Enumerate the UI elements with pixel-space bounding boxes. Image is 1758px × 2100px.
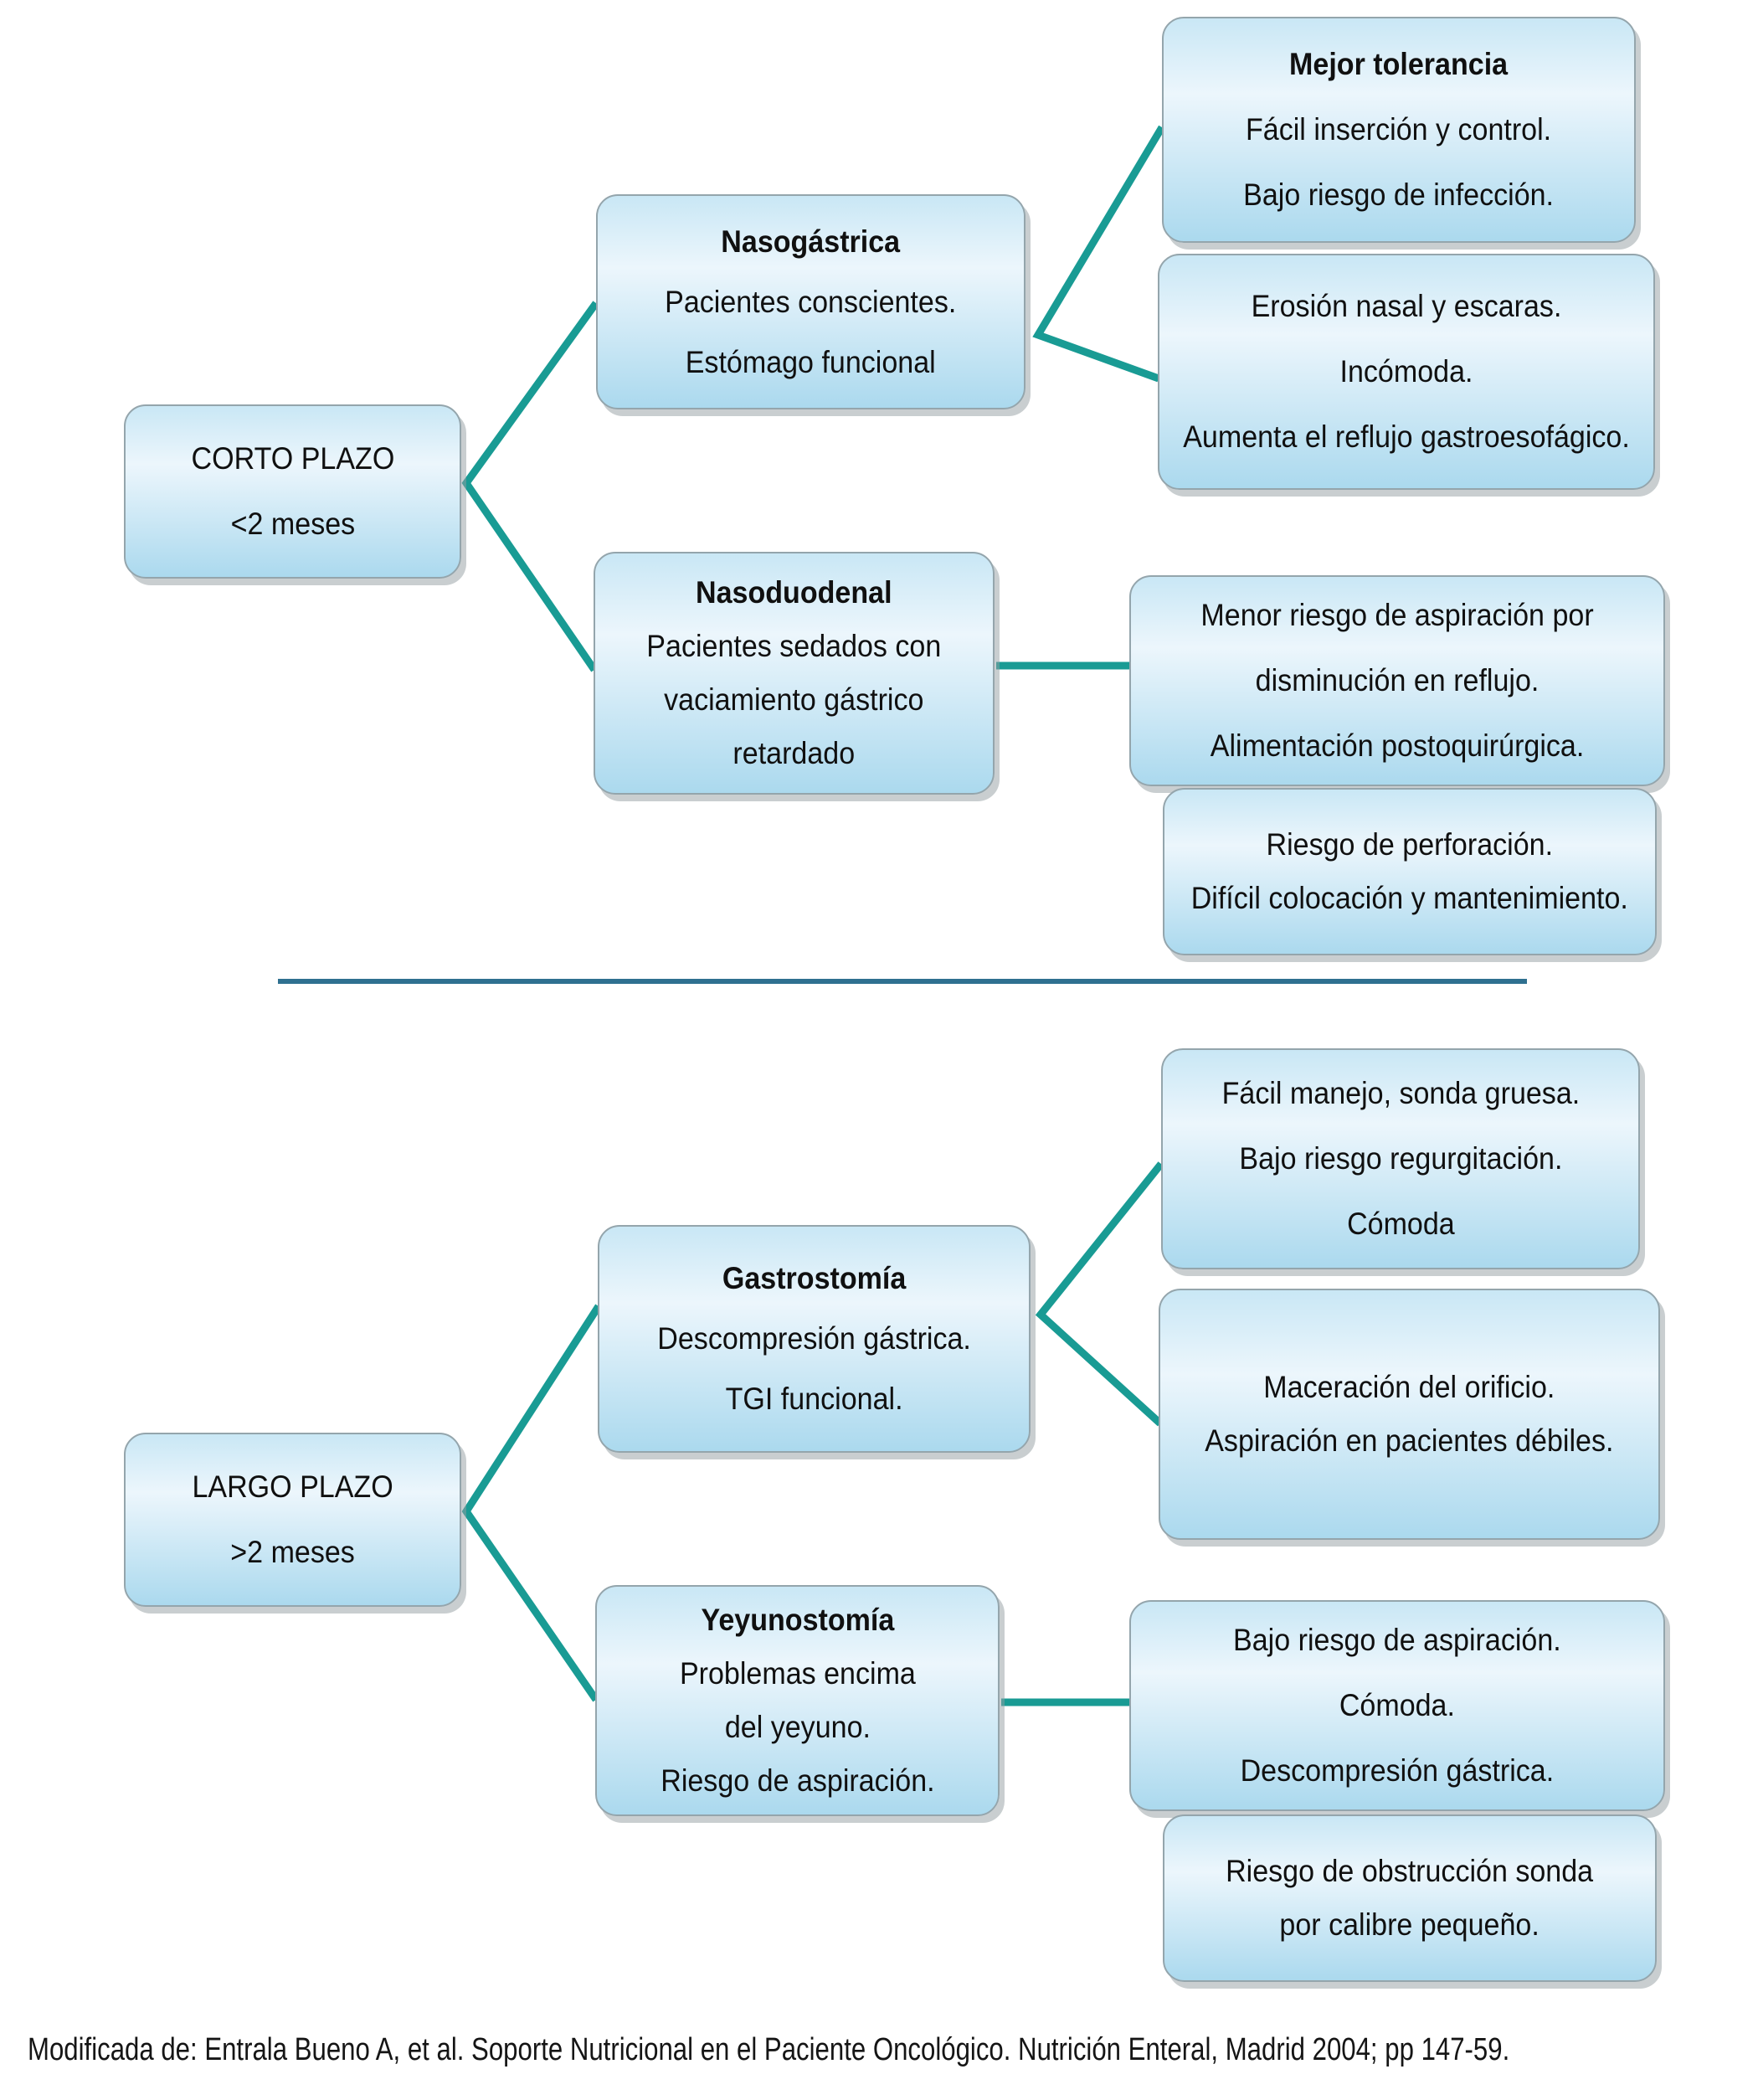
node-title: Nasoduodenal	[696, 575, 892, 610]
node-text: Riesgo de obstrucción sonda por calibre …	[1226, 1845, 1593, 1952]
node-title: Yeyunostomía	[701, 1603, 894, 1637]
node-line: CORTO PLAZO	[191, 441, 394, 476]
node-text: Riesgo de perforación. Difícil colocació…	[1191, 818, 1628, 925]
node-maceracion: Maceración del orificio. Aspiración en p…	[1159, 1289, 1660, 1540]
node-line: Riesgo de obstrucción sonda	[1226, 1854, 1594, 1888]
node-title: Gastrostomía	[722, 1261, 907, 1295]
node-text: Nasogástrica Pacientes conscientes. Estó…	[665, 212, 956, 393]
node-title: Nasogástrica	[721, 224, 901, 259]
node-bajo-riesgo: Bajo riesgo de aspiración. Cómoda. Desco…	[1129, 1600, 1665, 1811]
node-line: Menor riesgo de aspiración por	[1200, 598, 1594, 632]
node-text: Maceración del orificio. Aspiración en p…	[1205, 1361, 1613, 1468]
node-line: Cómoda	[1346, 1207, 1455, 1241]
node-gastrostomia: Gastrostomía Descompresión gástrica. TGI…	[598, 1225, 1031, 1453]
node-line: Descompresión gástrica.	[1240, 1753, 1555, 1788]
node-line: Bajo riesgo de aspiración.	[1233, 1623, 1561, 1657]
node-line: Fácil manejo, sonda gruesa.	[1221, 1076, 1580, 1110]
node-corto-plazo: CORTO PLAZO <2 meses	[124, 404, 461, 579]
node-largo-plazo: LARGO PLAZO >2 meses	[124, 1433, 461, 1607]
node-line: <2 meses	[230, 507, 355, 541]
node-line: Pacientes conscientes.	[665, 284, 957, 319]
connector-nasogastrica-branch	[1032, 125, 1165, 383]
node-line: Incómoda.	[1339, 354, 1473, 389]
node-line: Bajo riesgo de infección.	[1243, 178, 1555, 212]
node-line: Difícil colocación y mantenimiento.	[1190, 881, 1629, 915]
node-line: Aspiración en pacientes débiles.	[1205, 1423, 1614, 1458]
node-line: Problemas encima	[679, 1656, 916, 1691]
node-line: vaciamiento gástrico	[664, 682, 924, 717]
node-line: Riesgo de perforación.	[1266, 827, 1554, 862]
node-line: Erosión nasal y escaras.	[1251, 289, 1562, 323]
node-text: LARGO PLAZO >2 meses	[192, 1454, 393, 1585]
node-line: Alimentación postoquirúrgica.	[1210, 728, 1585, 763]
node-line: TGI funcional.	[725, 1382, 903, 1416]
node-text: Yeyunostomía Problemas encima del yeyuno…	[661, 1593, 934, 1808]
node-mejor-tolerancia: Mejor tolerancia Fácil inserción y contr…	[1162, 17, 1636, 243]
node-menor-riesgo: Menor riesgo de aspiración por disminuci…	[1129, 575, 1665, 786]
node-text: CORTO PLAZO <2 meses	[191, 426, 394, 557]
node-line: por calibre pequeño.	[1279, 1907, 1540, 1942]
node-riesgo-obstruccion: Riesgo de obstrucción sonda por calibre …	[1163, 1814, 1657, 1982]
node-line: Descompresión gástrica.	[657, 1321, 971, 1356]
connector-gastrostomia-branch	[1035, 1161, 1164, 1427]
node-line: disminución en reflujo.	[1255, 663, 1540, 697]
node-nasoduodenal: Nasoduodenal Pacientes sedados con vacia…	[594, 552, 995, 795]
node-line: Cómoda.	[1339, 1688, 1456, 1722]
node-line: LARGO PLAZO	[192, 1469, 393, 1504]
node-text: Nasoduodenal Pacientes sedados con vacia…	[647, 566, 942, 780]
node-line: del yeyuno.	[724, 1710, 871, 1744]
connector-corto-branch	[461, 301, 599, 672]
node-text: Mejor tolerancia Fácil inserción y contr…	[1244, 32, 1555, 228]
node-line: Maceración del orificio.	[1263, 1370, 1555, 1404]
node-text: Erosión nasal y escaras. Incómoda. Aumen…	[1183, 274, 1630, 470]
node-yeyunostomia: Yeyunostomía Problemas encima del yeyuno…	[595, 1585, 1000, 1816]
node-line: Fácil inserción y control.	[1246, 112, 1552, 147]
node-line: Riesgo de aspiración.	[660, 1763, 935, 1798]
connector-largo-branch	[461, 1304, 602, 1702]
node-facil-manejo: Fácil manejo, sonda gruesa. Bajo riesgo …	[1161, 1048, 1640, 1269]
node-line: Estómago funcional	[686, 344, 936, 379]
node-nasogastrica: Nasogástrica Pacientes conscientes. Estó…	[596, 194, 1026, 409]
node-text: Bajo riesgo de aspiración. Cómoda. Desco…	[1233, 1608, 1561, 1804]
node-line: retardado	[732, 736, 856, 770]
citation-text: Modificada de: Entrala Bueno A, et al. S…	[28, 2032, 1510, 2067]
node-line: Aumenta el reflujo gastroesofágico.	[1183, 419, 1630, 454]
node-line: Bajo riesgo regurgitación.	[1238, 1141, 1562, 1176]
node-riesgo-perforacion: Riesgo de perforación. Difícil colocació…	[1163, 788, 1657, 955]
node-text: Gastrostomía Descompresión gástrica. TGI…	[657, 1248, 971, 1429]
node-line: Pacientes sedados con	[646, 629, 942, 663]
node-text: Fácil manejo, sonda gruesa. Bajo riesgo …	[1221, 1061, 1580, 1257]
node-title: Mejor tolerancia	[1289, 47, 1509, 81]
node-line: >2 meses	[230, 1535, 355, 1569]
node-erosion-nasal: Erosión nasal y escaras. Incómoda. Aumen…	[1158, 254, 1655, 490]
node-text: Menor riesgo de aspiración por disminuci…	[1200, 583, 1593, 779]
